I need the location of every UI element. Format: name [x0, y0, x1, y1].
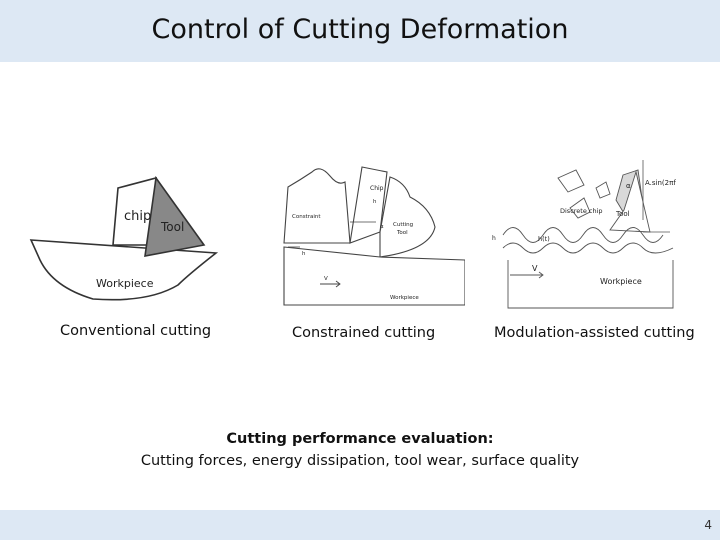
discrete-chip-label: Discrete chip	[560, 207, 603, 215]
constraint-label: Constraint	[292, 214, 321, 220]
constraint-shape	[283, 168, 351, 244]
tool-label: Tool	[396, 230, 408, 236]
workpiece-shape	[29, 239, 219, 301]
discrete-chip-3	[595, 181, 611, 199]
cutting-tool-shape	[379, 176, 436, 258]
ht-label: h(t)	[538, 235, 550, 243]
footer-bar: 4	[0, 510, 720, 540]
chip-label: chip	[124, 209, 151, 224]
discrete-chip-2	[569, 197, 591, 219]
alpha-label: α	[380, 224, 384, 230]
constrained-cutting-diagram: Chip h Constraint Cutting Tool α h V Wor…	[283, 166, 465, 306]
h0-label: h	[302, 251, 306, 257]
workpiece-label: Workpiece	[600, 277, 642, 286]
summary-block: Cutting performance evaluation: Cutting …	[0, 428, 720, 472]
caption-constrained: Constrained cutting	[292, 325, 436, 341]
tool-shape	[609, 170, 651, 233]
v-label: V	[532, 264, 538, 273]
workpiece-shape	[283, 246, 465, 306]
tool-label: Tool	[615, 210, 630, 218]
conventional-cutting-diagram: chip Tool Workpiece	[29, 175, 219, 301]
page-number: 4	[704, 518, 712, 532]
lower-wave	[502, 242, 674, 254]
cutting-label: Cutting	[393, 222, 413, 228]
discrete-chip-1	[557, 169, 585, 193]
workpiece-outline	[507, 260, 674, 309]
modulation-cutting-diagram: A.sin(2πf α Discrete chip Tool h h(t) V …	[492, 160, 676, 309]
vc-label: V	[324, 276, 328, 282]
slide-title: Control of Cutting Deformation	[151, 14, 569, 45]
workpiece-label: Workpiece	[390, 295, 419, 301]
surface-wave	[502, 227, 664, 243]
formula-label: A.sin(2πf	[645, 179, 676, 187]
title-bar: Control of Cutting Deformation	[0, 0, 720, 62]
chip-label: Chip	[370, 185, 384, 192]
tool-shape	[144, 175, 206, 257]
tool-label: Tool	[160, 220, 184, 234]
hc-label: h	[373, 199, 377, 205]
workpiece-label: Workpiece	[96, 277, 154, 290]
alpha-label: α	[626, 182, 631, 190]
summary-items: Cutting forces, energy dissipation, tool…	[140, 453, 580, 469]
caption-conventional: Conventional cutting	[60, 323, 212, 339]
summary-heading: Cutting performance evaluation:	[226, 431, 494, 447]
h0-label: h	[492, 235, 496, 242]
caption-modulation: Modulation-assisted cutting	[494, 325, 695, 341]
